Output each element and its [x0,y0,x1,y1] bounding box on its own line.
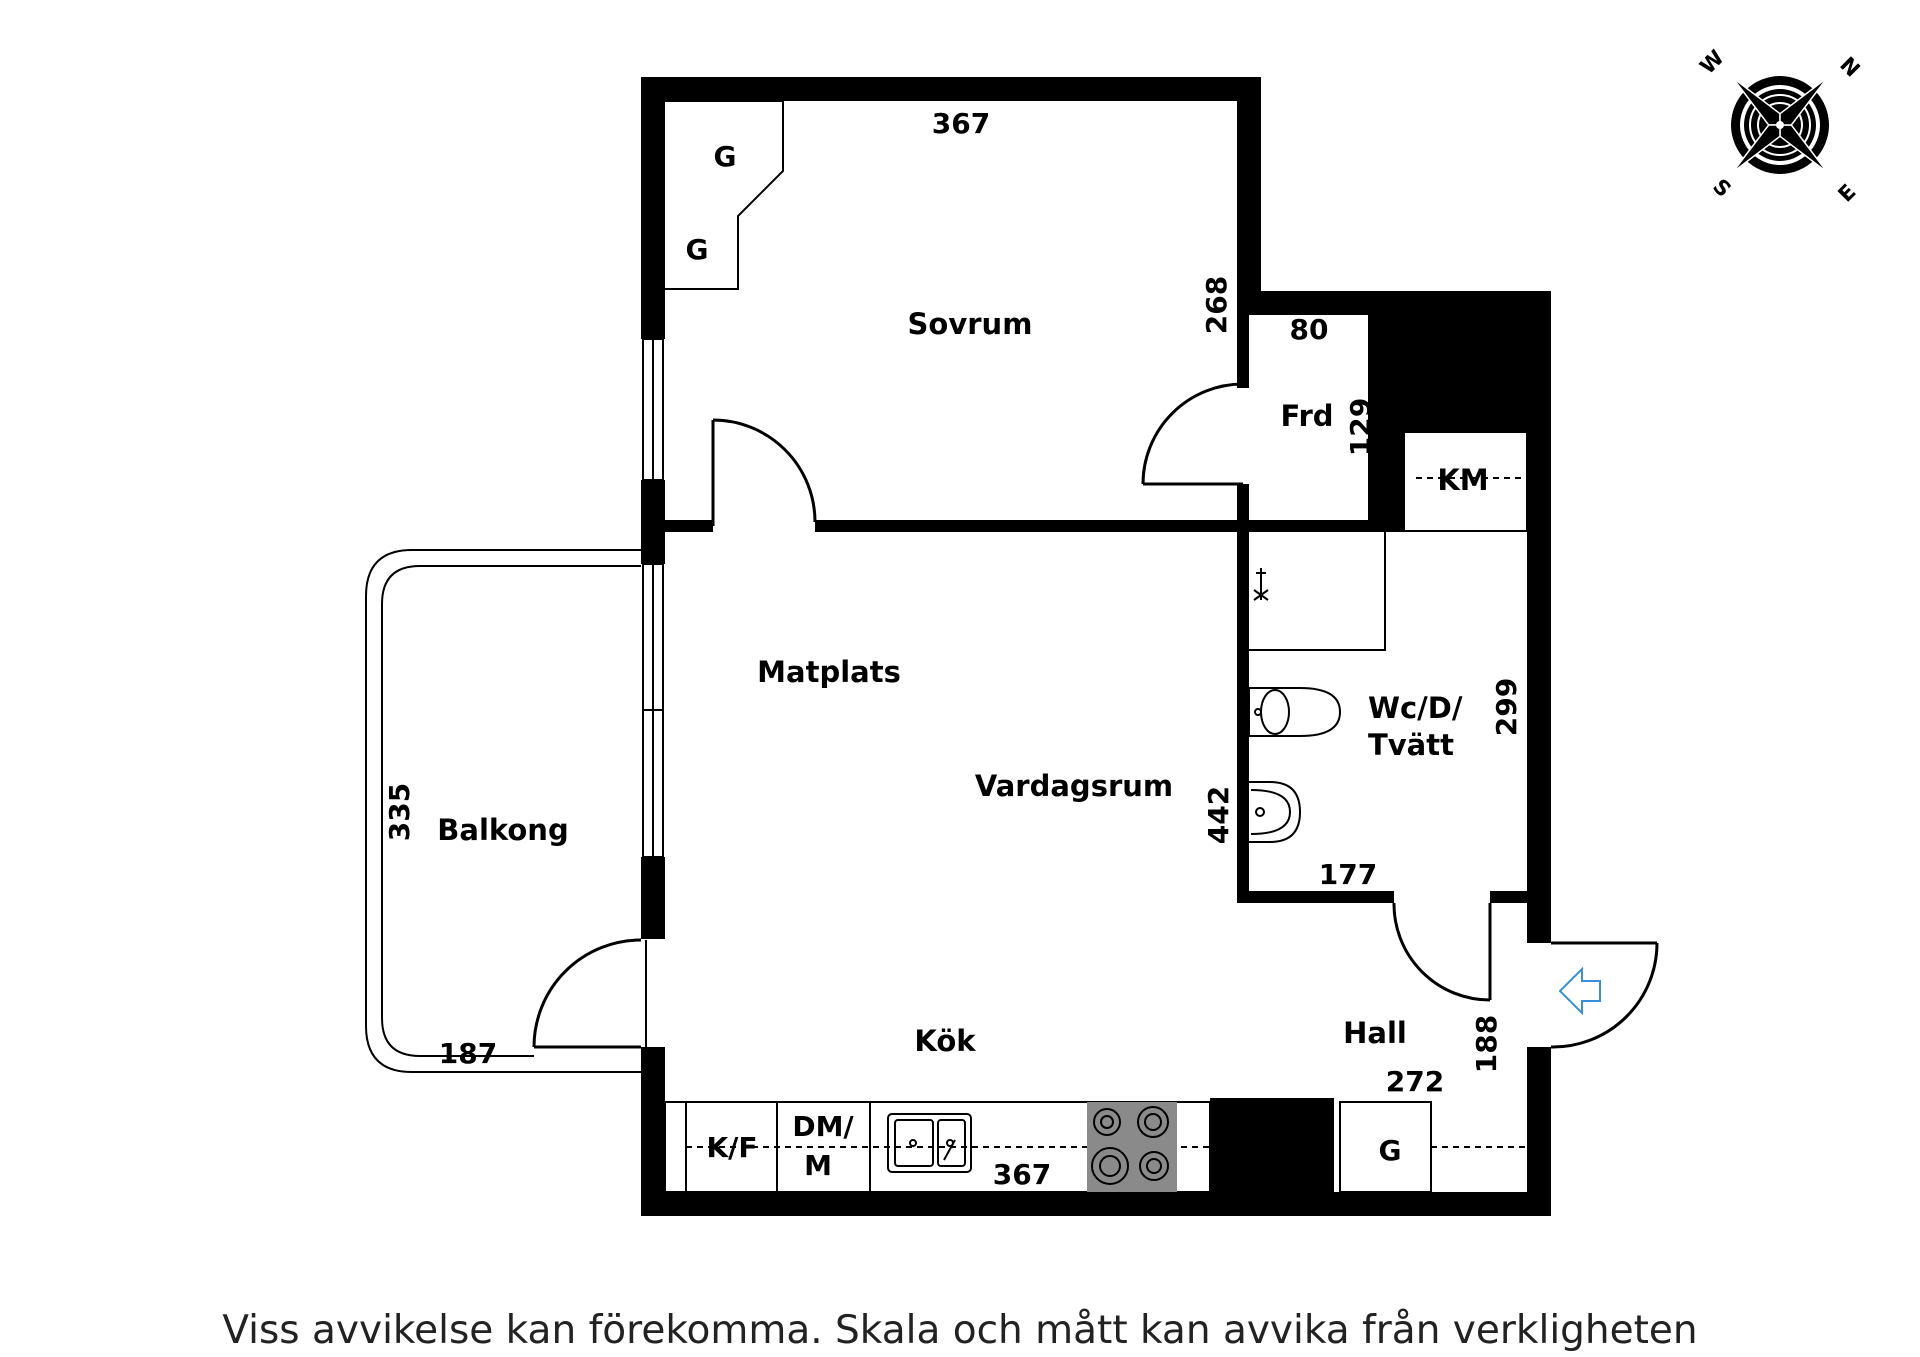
disclaimer-text: Viss avvikelse kan förekomma. Skala och … [222,1308,1698,1353]
label-dishwasher-line1: DM/ [792,1110,854,1143]
bathroom-fixtures [1248,532,1386,843]
dim-balkong-height: 335 [383,783,416,841]
dim-sovrum-width: 367 [932,107,990,140]
doors [532,382,1659,1049]
label-wardrobe-g-top: G [714,140,737,173]
label-wardrobe-g-mid: G [686,233,709,266]
room-frd: Frd [1280,399,1333,433]
fixture-labels: G G G K/F DM/ M [686,140,1402,1182]
walls [641,77,1551,1216]
windows [642,338,664,858]
label-dishwasher-line2: M [804,1149,832,1182]
dim-frd-width: 80 [1290,313,1329,346]
interior-walls [641,315,1551,903]
room-hall: Hall [1343,1016,1407,1050]
wardrobes [665,100,784,290]
compass-e: E [1833,179,1860,206]
dimension-labels: 367 268 80 129 299 177 442 335 187 367 1… [383,107,1523,1191]
dim-hall-height: 188 [1470,1015,1503,1073]
label-fridge-freezer: K/F [706,1131,757,1164]
dim-hall-width: 272 [1386,1065,1444,1098]
room-sovrum: Sovrum [908,307,1033,341]
dim-balkong-width: 187 [439,1037,497,1070]
dim-wc-height: 299 [1490,678,1523,736]
dim-vardagsrum-height: 442 [1202,786,1235,844]
kitchen-counter [664,1101,1527,1193]
dim-frd-height: 129 [1344,398,1377,456]
room-balkong: Balkong [437,813,568,847]
room-wc-line1: Wc/D/ [1368,691,1463,725]
compass-w: W [1695,45,1728,78]
compass-rose-icon: N E S W [1695,45,1864,206]
stove-icon [1087,1102,1177,1192]
room-matplats: Matplats [757,655,901,689]
dim-kok-width: 367 [993,1158,1051,1191]
room-kok: Kök [914,1024,976,1058]
room-wc-line2: Tvätt [1368,728,1454,762]
room-labels: Sovrum Frd KM Matplats Vardagsrum Balkon… [437,307,1488,1058]
compass-s: S [1708,174,1736,202]
dim-wc-width: 177 [1319,858,1377,891]
room-km: KM [1437,463,1488,497]
balcony-railing [365,549,641,1073]
dim-sovrum-height: 268 [1200,276,1233,334]
room-vardagsrum: Vardagsrum [975,769,1173,803]
label-wardrobe-g-hall: G [1379,1134,1402,1167]
entry-arrow-icon [1558,966,1601,1016]
km-cabinet [1403,431,1528,532]
compass-n: N [1835,52,1864,81]
